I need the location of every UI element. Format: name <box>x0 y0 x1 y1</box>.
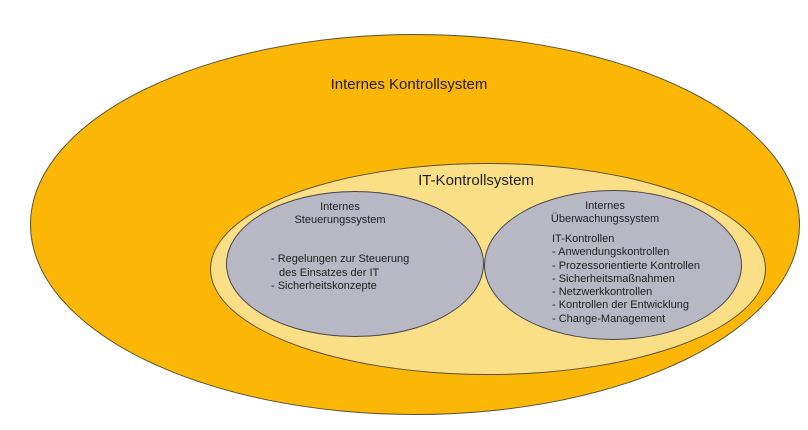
list-item: - Anwendungskontrollen <box>552 246 670 259</box>
it-kontrollsystem-title: IT-Kontrollsystem <box>418 172 534 189</box>
steuerungssystem-title-line1: Internes <box>320 201 360 213</box>
internes-steuerungssystem-ellipse <box>226 191 484 337</box>
list-item: - Kontrollen der Entwicklung <box>552 299 689 312</box>
list-item: - Sicherheitskonzepte <box>271 280 377 292</box>
list-item: - Prozessorientierte Kontrollen <box>552 259 700 272</box>
ueberwachungssystem-title: Internes Überwachungssystem <box>505 200 705 226</box>
list-item: - Regelungen zur Steuerung <box>271 253 410 265</box>
it-kontrollen-subtitle: IT-Kontrollen <box>552 233 615 245</box>
steuerungssystem-title: Internes Steuerungssystem <box>240 201 440 227</box>
steuerungssystem-title-line2: Steuerungssystem <box>294 214 386 226</box>
ueberwachungssystem-title-line1: Internes <box>585 200 625 212</box>
internes-kontrollsystem-title: Internes Kontrollsystem <box>330 76 488 93</box>
internes-ueberwachungssystem-ellipse <box>484 190 742 340</box>
ueberwachungssystem-items: IT-Kontrollen - Anwendungskontrollen - P… <box>552 233 700 326</box>
list-item-continuation: des Einsatzes der IT <box>279 266 380 279</box>
ueberwachungssystem-title-line2: Überwachungssystem <box>550 213 660 225</box>
list-item: - Netzwerkkontrollen <box>552 286 653 299</box>
steuerungssystem-items: - Regelungen zur Steuerung des Einsatzes… <box>271 253 409 294</box>
list-item: - Sicherheitsmaßnahmen <box>552 272 675 285</box>
list-item: - Change-Management <box>552 312 666 325</box>
